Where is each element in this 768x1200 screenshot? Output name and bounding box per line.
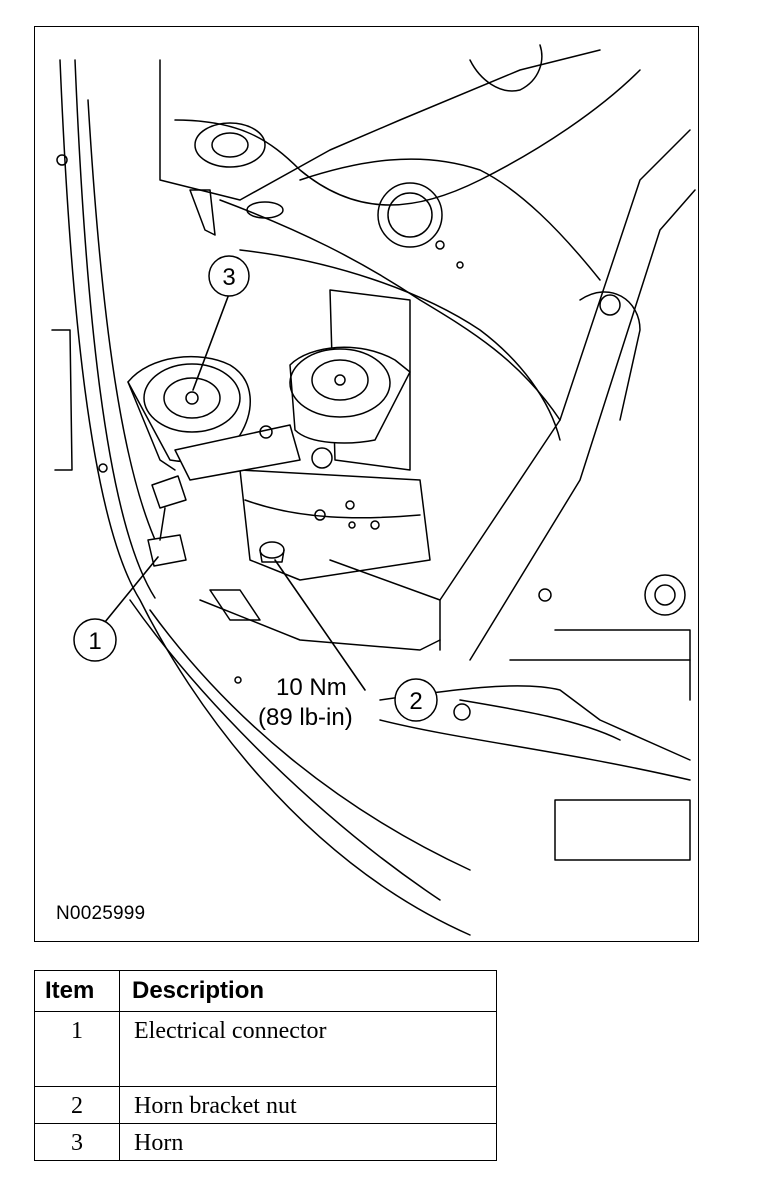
horn-left — [127, 355, 251, 471]
legend-table: Item Description 1 Electrical connector … — [34, 970, 497, 1161]
callout-2: 2 — [394, 678, 438, 722]
legend-row: 2 Horn bracket nut — [34, 1086, 497, 1124]
torque-spec-metric: 10 Nm — [276, 674, 347, 701]
leader-lines — [104, 293, 366, 691]
upper-body-structure — [159, 44, 641, 441]
callout-1: 1 — [73, 618, 117, 662]
legend-item-description: Horn bracket nut — [119, 1086, 497, 1124]
legend-item-description: Horn — [119, 1123, 497, 1161]
callout-3: 3 — [208, 255, 250, 297]
legend-item-number: 1 — [34, 1011, 120, 1087]
horn-mount — [174, 424, 333, 481]
legend-item-number: 3 — [34, 1123, 120, 1161]
description-column-header: Description — [119, 970, 497, 1012]
torque-spec-imperial: (89 lb-in) — [258, 704, 353, 731]
horn-bracket-nut — [259, 541, 285, 563]
figure-id: N0025999 — [56, 903, 146, 924]
callout-2-number: 2 — [409, 688, 422, 715]
frame-rail — [439, 129, 696, 861]
horn-right — [289, 346, 411, 444]
horn-installation-illustration: 3 1 2 — [51, 44, 696, 936]
legend-item-description: Electrical connector — [119, 1011, 497, 1087]
callout-3-number: 3 — [222, 264, 235, 291]
electrical-connector — [147, 475, 187, 567]
legend-item-number: 2 — [34, 1086, 120, 1124]
fender-outline — [51, 59, 471, 936]
legend-row: 3 Horn — [34, 1123, 497, 1161]
legend-header-row: Item Description — [34, 970, 497, 1012]
figure-frame — [34, 26, 699, 942]
callout-1-number: 1 — [88, 628, 101, 655]
legend-row: 1 Electrical connector — [34, 1011, 497, 1087]
item-column-header: Item — [34, 970, 120, 1012]
lower-structure — [199, 589, 691, 781]
